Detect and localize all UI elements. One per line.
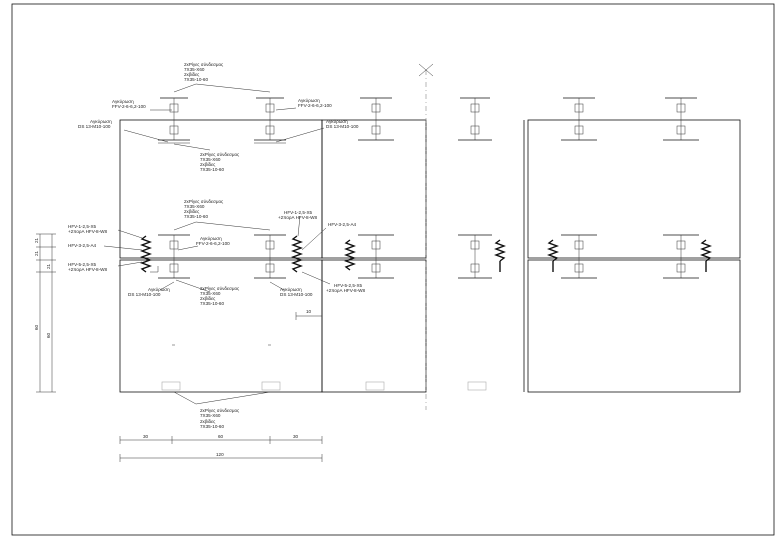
spring-right <box>291 235 303 273</box>
label-midsheet-3: 2xβίδες <box>200 162 216 167</box>
label-hfv-r3-2: +2πορΑ HFV-8-W8 <box>326 288 365 293</box>
label-hfv-l1-1: HFV-1-2,5-X5 <box>68 224 97 229</box>
label-hfv-r1-2: +2πορΑ HFV-8-W8 <box>278 215 317 220</box>
label-dowel-bl-2: DS 13-M10-100 <box>128 292 161 297</box>
label-hfv-l2: HFV-3-2,5-A4 <box>68 243 97 248</box>
panel-section-3 <box>458 97 506 391</box>
label-bottom-3: 2xβίδες <box>200 419 216 424</box>
label-hfv-r3-1: HFV-5-2,5-X5 <box>334 283 363 288</box>
label-dowel-br-2: DS 13-M10-100 <box>280 292 313 297</box>
label-midbottom-2: 7X35-X60 <box>200 291 221 296</box>
label-anchor-mid-1: Αγκύρωση <box>200 235 222 241</box>
label-anchor-tr-1: Αγκύρωση <box>298 97 320 103</box>
sheet-border <box>11 3 775 536</box>
dim-v-left: 60 <box>34 324 39 330</box>
label-midbottom-4: 7X35-10-60 <box>200 301 224 306</box>
label-anchor-mid-2: FFV-2-6-6,2-100 <box>196 241 230 246</box>
label-dowel-tr-2: DS 13-M10-100 <box>326 124 359 129</box>
label-dowel-br-1: Αγκύρωση <box>280 286 302 292</box>
annotations: 2xPίγες σύνδεσμος 7X35-X60 2xβίδες 7X35-… <box>34 61 365 457</box>
connector-top-right <box>254 97 286 144</box>
label-top-line3: 2xβίδες <box>184 72 200 77</box>
label-bottom-1: 2xPίγες σύνδεσμος <box>200 407 240 413</box>
label-dowel-tr-1: Αγκύρωση <box>326 118 348 124</box>
connector-top-left <box>158 97 190 144</box>
label-dowel-bl-1: Αγκύρωση <box>148 286 170 292</box>
label-hfv-r1-1: HFV-1-2,5-X5 <box>284 210 313 215</box>
label-midtop-1: 2xPίγες σύνδεσμος <box>184 198 224 204</box>
label-midbottom-3: 2xβίδες <box>200 296 216 301</box>
label-hfv-l3-2: +2πορΑ HFV-8-W8 <box>68 267 107 272</box>
panel-section-1 <box>119 97 323 393</box>
label-top-line1: 2xPίγες σύνδεσμος <box>184 61 224 67</box>
bottom-feet <box>161 381 281 391</box>
label-midsheet-4: 7X35-10-60 <box>200 167 224 172</box>
connector-mid-right <box>254 234 286 279</box>
label-hfv-l3-1: HFV-5-2,5-X5 <box>68 262 97 267</box>
spring-left <box>140 235 152 273</box>
label-anchor-tl-2: FFV-2-6-6,2-100 <box>112 104 146 109</box>
label-top-line4: 7X35-10-60 <box>184 77 208 82</box>
label-hfv-l1-2: +2πορΑ HFV-8-W8 <box>68 229 107 234</box>
dim-v-1: 21 <box>34 237 39 243</box>
leader-lines <box>103 83 331 405</box>
label-top-line2: 7X35-X60 <box>184 67 205 72</box>
label-anchor-tl-1: Αγκύρωση <box>112 98 134 104</box>
dim-h-3: 30 <box>293 434 299 439</box>
dim-total: 120 <box>216 452 224 457</box>
label-hfv-r2: HFV-3-2,5-A4 <box>328 222 357 227</box>
label-midtop-3: 2xβίδες <box>184 209 200 214</box>
label-midtop-2: 7X35-X60 <box>184 204 205 209</box>
label-bottom-4: 7X35-10-60 <box>200 424 224 429</box>
label-dowel-tl-2: DS 13-M10-100 <box>78 124 111 129</box>
dim-v-2: 21 <box>34 250 39 256</box>
center-axis <box>418 63 434 410</box>
dim-v-3: 21 <box>46 263 51 269</box>
label-midsheet-2: 7X35-X60 <box>200 157 221 162</box>
connector-mid-left <box>158 234 190 279</box>
dim-h-1: 30 <box>143 434 149 439</box>
label-midbottom-1: 2xPίγες σύνδεσμος <box>200 285 240 291</box>
lower-panel <box>119 259 323 393</box>
label-midtop-4: 7X35-10-60 <box>184 214 208 219</box>
dim-h-2: 60 <box>218 434 224 439</box>
label-bottom-2: 7X35-X60 <box>200 413 221 418</box>
label-dowel-tl-1: Αγκύρωση <box>90 118 112 124</box>
label-midsheet-1: 2xPίγες σύνδεσμος <box>200 151 240 157</box>
panel-section-2 <box>321 97 427 393</box>
dimension-lines <box>36 233 323 462</box>
dim-detail: 10 <box>306 309 312 314</box>
dim-v-right: 60 <box>46 332 51 338</box>
panel-section-4 <box>523 97 741 393</box>
label-anchor-tr-2: FFV-2-6-6,2-100 <box>298 103 332 108</box>
